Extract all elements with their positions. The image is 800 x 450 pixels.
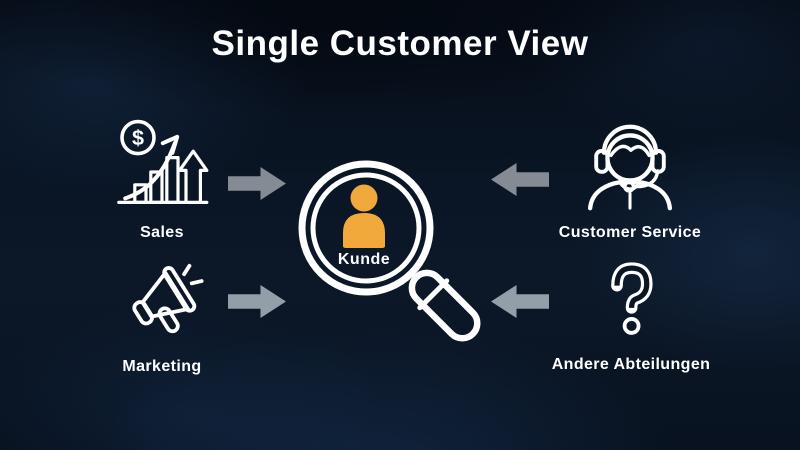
sales-growth-icon: $ bbox=[117, 119, 209, 205]
question-mark-icon bbox=[611, 262, 653, 335]
label-other-departments: Andere Abteilungen bbox=[551, 356, 711, 373]
label-marketing: Marketing bbox=[122, 358, 202, 375]
source-other-departments: Andere Abteilungen bbox=[538, 260, 724, 374]
label-customer-service: Customer Service bbox=[558, 224, 702, 241]
source-marketing: Marketing bbox=[103, 262, 221, 376]
magnifier-person-icon: Kunde bbox=[298, 160, 481, 342]
magnifier-lens-outer bbox=[298, 160, 434, 296]
customer-avatar-body bbox=[343, 213, 385, 248]
page-title: Single Customer View bbox=[211, 24, 589, 63]
megaphone-icon bbox=[132, 263, 204, 334]
magnifier-handle bbox=[408, 269, 481, 342]
headset-agent-icon bbox=[587, 124, 673, 211]
arrow-sales-to-kunde bbox=[228, 167, 286, 200]
arrow-customer-service-to-kunde bbox=[491, 163, 549, 196]
source-customer-service: Customer Service bbox=[545, 116, 715, 242]
label-sales: Sales bbox=[140, 224, 184, 241]
customer-avatar-head bbox=[350, 184, 378, 212]
source-sales: $ Sales bbox=[103, 114, 221, 242]
label-kunde: Kunde bbox=[338, 251, 390, 268]
arrow-marketing-to-kunde bbox=[228, 285, 286, 318]
dollar-sign-glyph: $ bbox=[132, 125, 144, 150]
